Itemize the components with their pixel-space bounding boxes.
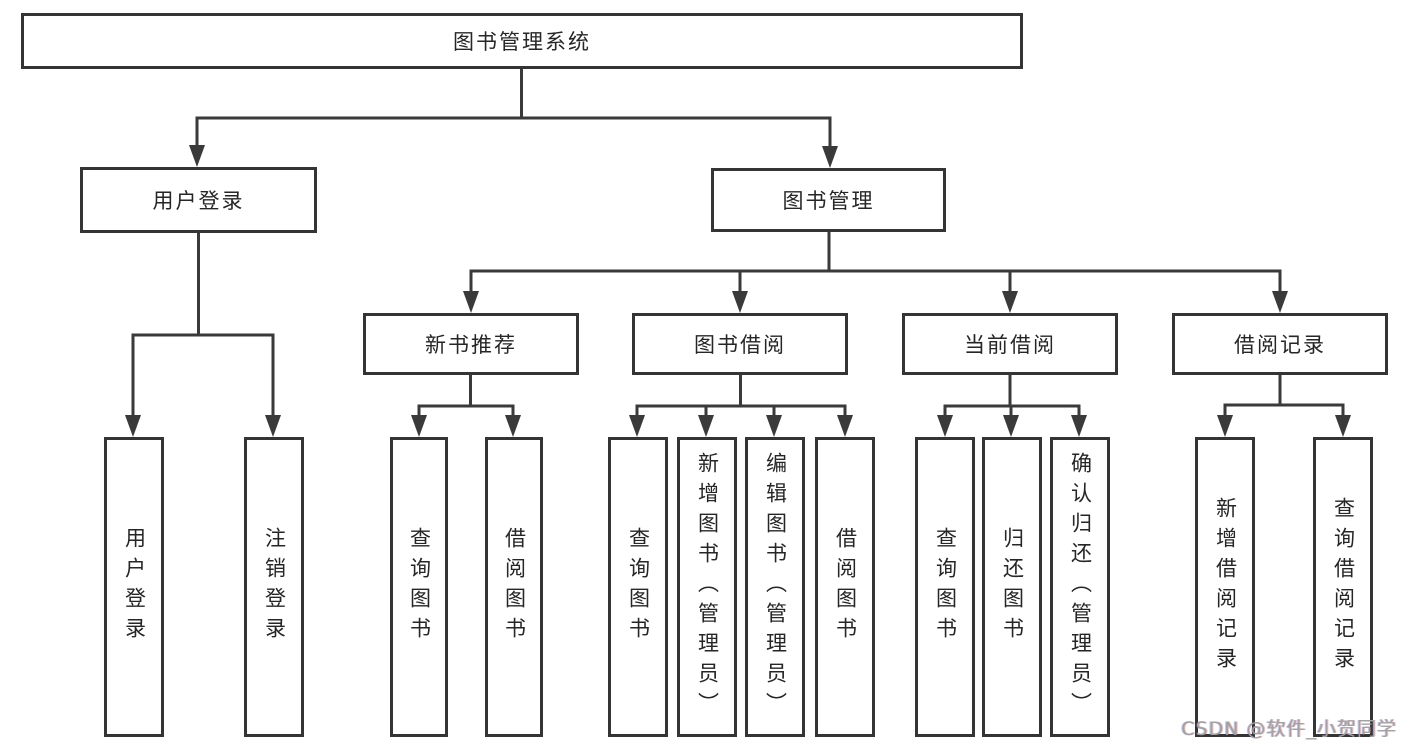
- arrowhead: [937, 415, 953, 437]
- node-borrowing-records: 借阅记录: [1172, 313, 1388, 375]
- arrowhead: [125, 415, 141, 437]
- arrowhead: [1071, 415, 1087, 437]
- arrowhead: [189, 145, 205, 167]
- arrowhead: [698, 415, 714, 437]
- arrowhead: [1272, 291, 1288, 313]
- node-current-borrowing: 当前借阅: [902, 313, 1118, 375]
- arrowhead: [1002, 291, 1018, 313]
- arrowhead: [766, 415, 782, 437]
- node-query-borrow-record: 查询借阅记录: [1313, 437, 1373, 737]
- arrowhead: [732, 291, 748, 313]
- node-book-borrowing: 图书借阅: [632, 313, 848, 375]
- node-confirm-return-admin: 确认归还（管理员）: [1050, 437, 1110, 737]
- node-query-books-recommend: 查询图书: [390, 437, 448, 737]
- node-edit-books-admin: 编辑图书（管理员）: [745, 437, 805, 737]
- node-return-books: 归还图书: [982, 437, 1042, 737]
- node-borrow-books-recommend: 借阅图书: [485, 437, 543, 737]
- node-add-books-admin: 新增图书（管理员）: [677, 437, 737, 737]
- csdn-watermark: CSDN @软件_小贺同学: [1181, 718, 1397, 740]
- arrowhead: [1003, 415, 1019, 437]
- node-book-management: 图书管理: [711, 168, 946, 232]
- arrowhead: [822, 146, 838, 168]
- node-library-management-system: 图书管理系统: [21, 13, 1023, 69]
- node-query-books-borrow: 查询图书: [608, 437, 668, 737]
- arrowhead: [463, 291, 479, 313]
- arrowhead: [505, 415, 521, 437]
- node-query-books-current: 查询图书: [915, 437, 975, 737]
- arrowhead: [1335, 415, 1351, 437]
- node-new-book-recommendation: 新书推荐: [363, 313, 579, 375]
- node-add-borrow-record: 新增借阅记录: [1195, 437, 1255, 737]
- node-logout: 注销登录: [244, 437, 304, 737]
- arrowhead: [1217, 415, 1233, 437]
- arrowhead: [629, 415, 645, 437]
- arrowhead: [411, 415, 427, 437]
- arrowhead: [837, 415, 853, 437]
- node-user-login-group: 用户登录: [80, 167, 317, 233]
- arrowhead: [265, 415, 281, 437]
- node-user-login: 用户登录: [104, 437, 164, 737]
- node-borrow-books: 借阅图书: [815, 437, 875, 737]
